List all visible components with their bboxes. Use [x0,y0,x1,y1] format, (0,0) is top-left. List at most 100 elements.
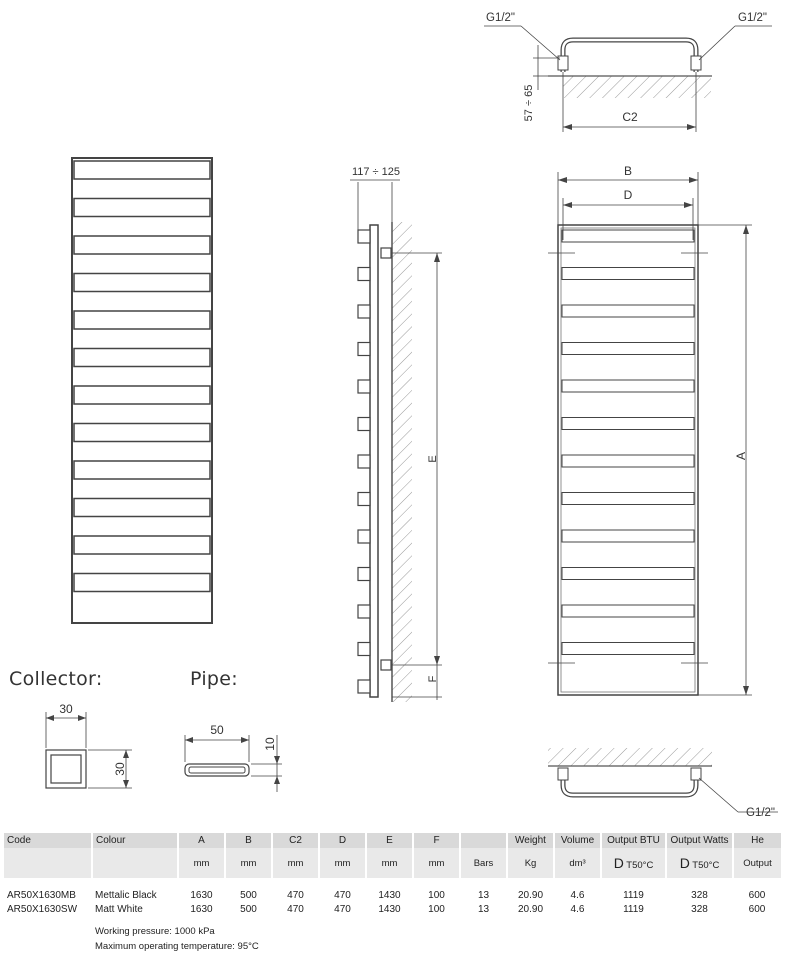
cell-c2: 470 [287,903,304,915]
side-bars [357,229,371,694]
radiator-bar [73,535,211,555]
back-bar [561,529,695,543]
header-he: He [733,833,781,848]
cell-weight: 20.90 [517,889,544,901]
back-bar [561,267,695,280]
header-output-watts: Output Watts [666,833,734,848]
front-bars [73,160,211,593]
collector-height-label: 30 [113,762,127,776]
cell-a: 1630 [190,889,213,901]
header-volume: Volume [554,833,602,848]
collector-width-label: 30 [59,702,73,716]
side-bar-profile [357,679,371,694]
radiator-bar [73,497,211,518]
side-bar-profile [357,266,371,282]
header-b: B [225,833,273,848]
radiator-bar [73,572,211,593]
side-bar-profile [357,529,371,544]
unit-a: mm [178,848,226,878]
header-c2: C2 [272,833,320,848]
dim-b-label: B [624,164,632,178]
cell-code: AR50X1630MB [7,889,76,901]
table-row: AR50X1630MB Mettalic Black 1630 500 470 … [4,888,781,902]
unit-code [4,848,93,878]
dim-e-label: E [427,455,439,462]
unit-volume: dm³ [554,848,602,878]
cell-watts: 328 [691,889,708,901]
side-bar-profile [357,491,371,507]
spec-table: Code Colour A B C2 D E F Weight Volume O… [4,833,781,916]
cell-watts: 328 [691,903,708,915]
bottom-view: G1/2" [548,748,778,819]
back-view: B D A [548,164,752,696]
header-d: D [319,833,367,848]
unit-b: mm [225,848,273,878]
cell-colour: Mettalic Black [95,889,157,901]
collector-section: 30 30 [45,702,132,789]
cell-c2: 470 [287,889,304,901]
cell-volume: 4.6 [570,889,585,901]
side-bar-profile [357,604,371,619]
unit-c2: mm [272,848,320,878]
cell-btu: 1119 [623,903,644,915]
back-bar [561,492,695,505]
back-bar [561,417,695,430]
cell-he: 600 [748,903,766,915]
unit-watts-text: T50°C [692,860,720,871]
pipe-heading: Pipe: [190,668,238,690]
cell-e: 1430 [378,903,401,915]
unit-d: mm [319,848,367,878]
cell-btu: 1119 [623,889,644,901]
cell-bars: 13 [477,889,490,901]
unit-btu-text: T50°C [626,860,654,871]
side-bar-profile [357,416,371,432]
cell-a: 1630 [190,903,213,915]
unit-e: mm [366,848,414,878]
side-bar-profile [357,454,371,469]
radiator-bar [73,385,211,405]
radiator-bar [73,460,211,480]
cell-he: 600 [748,889,766,901]
unit-btu: D T50°C [601,848,667,878]
back-bar [561,642,695,655]
back-bar [561,229,695,243]
pipe-width-label: 50 [210,723,224,737]
cell-b: 500 [240,889,257,901]
cell-f: 100 [428,889,445,901]
unit-colour [92,848,179,878]
header-a: A [178,833,226,848]
dim-57-65-label: 57 ÷ 65 [523,85,535,122]
collector-heading: Collector: [9,668,103,690]
dim-d-label: D [624,188,633,202]
top-view: G1/2" G1/2" 57 ÷ 65 C2 [484,12,772,132]
g-top-left-label: G1/2" [486,12,515,24]
working-pressure-note: Working pressure: 1000 kPa [95,926,215,937]
header-row: Code Colour A B C2 D E F Weight Volume O… [4,833,781,848]
cell-colour: Matt White [95,903,143,915]
dim-117-125-label: 117 ÷ 125 [352,166,400,178]
side-bar-profile [357,566,371,582]
radiator-bar [73,160,211,180]
cell-code: AR50X1630SW [7,903,78,915]
radiator-bar [73,272,211,293]
dim-f-label: F [427,675,439,682]
unit-weight: Kg [507,848,555,878]
header-e: E [366,833,414,848]
back-bar [561,567,695,580]
unit-bars: Bars [460,848,508,878]
cell-weight: 20.90 [517,903,544,915]
back-bar [561,342,695,355]
delta-symbol: D [613,855,624,871]
radiator-bar [73,310,211,330]
side-bar-profile [357,229,371,244]
dim-a-label: A [734,452,748,460]
back-bar [561,379,695,393]
back-bar [561,454,695,468]
cell-volume: 4.6 [570,903,585,915]
radiator-bar [73,235,211,255]
side-bar-profile [357,379,371,394]
radiator-bar [73,422,211,443]
back-bar [561,604,695,618]
cell-d: 470 [334,889,351,901]
pipe-section: 50 10 [184,723,282,792]
